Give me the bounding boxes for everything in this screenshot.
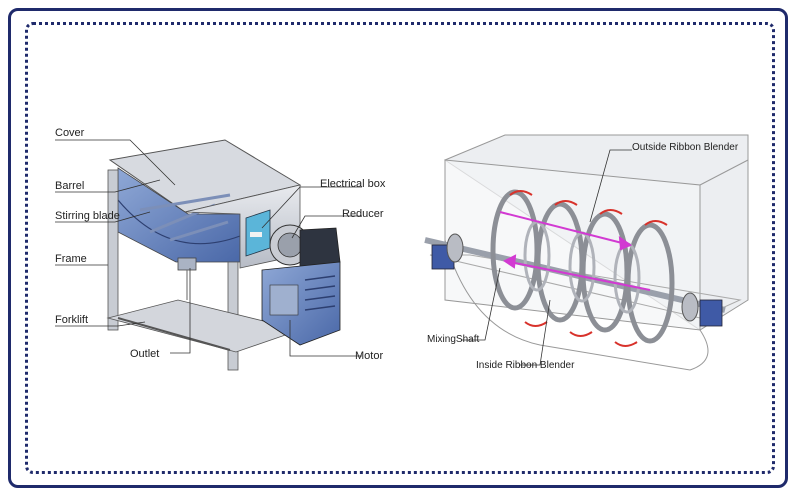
dotted-inner-border bbox=[25, 22, 775, 474]
right-bearing bbox=[699, 299, 723, 327]
label-electrical-box: Electrical box bbox=[320, 178, 386, 190]
right-leader-lines bbox=[462, 149, 632, 366]
motor-housing bbox=[261, 261, 341, 346]
label-reducer: Reducer bbox=[342, 208, 384, 220]
label-cover: Cover bbox=[55, 127, 85, 139]
label-forklift: Forklift bbox=[55, 314, 88, 326]
label-inside-ribbon: Inside Ribbon Blender bbox=[476, 360, 575, 371]
frame-left-leg bbox=[107, 169, 119, 331]
flow-arrows-red bbox=[509, 190, 668, 347]
flow-arrows-magenta bbox=[499, 211, 651, 291]
label-outlet: Outlet bbox=[130, 348, 160, 360]
left-leader-lines bbox=[55, 139, 362, 357]
label-barrel: Barrel bbox=[55, 180, 85, 192]
label-motor: Motor bbox=[355, 350, 384, 362]
tank-bottom-trough bbox=[444, 239, 709, 371]
label-frame: Frame bbox=[55, 253, 87, 265]
label-mixing-shaft: MixingShaft bbox=[427, 334, 480, 345]
outer-border bbox=[8, 8, 788, 488]
label-stirring-blade: Stirring blade bbox=[55, 210, 120, 222]
label-outside-ribbon: Outside Ribbon Blender bbox=[632, 142, 739, 153]
